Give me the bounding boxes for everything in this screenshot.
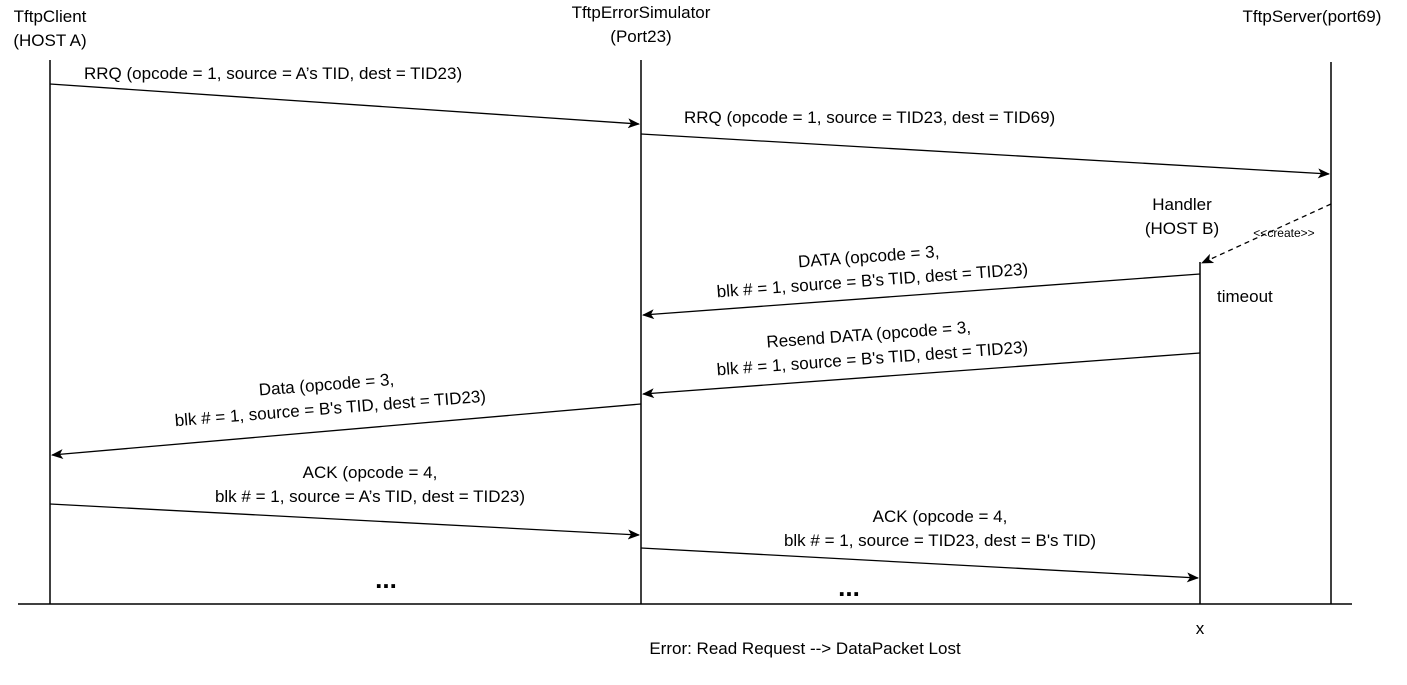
ack-client-label-line2: blk # = 1, source = A’s TID, dest = TID2…	[215, 487, 525, 506]
simulator-actor-port: (Port23)	[610, 27, 671, 46]
ellipsis-left: ...	[375, 564, 397, 594]
diagram-caption: Error: Read Request --> DataPacket Lost	[649, 639, 961, 658]
ack-sim-arrow	[640, 547, 1199, 583]
rrq-client-arrow	[49, 83, 640, 129]
timeout-label: timeout	[1217, 287, 1273, 306]
rrq-sim-arrow	[640, 133, 1330, 179]
data-sim-arrow	[51, 403, 642, 460]
ack-sim-label-line2: blk # = 1, source = TID23, dest = B's TI…	[784, 531, 1096, 550]
ack-client-label-line1: ACK (opcode = 4,	[303, 463, 438, 482]
ack-sim-label-line1: ACK (opcode = 4,	[873, 507, 1008, 526]
handler-actor-name: Handler	[1152, 195, 1212, 214]
create-label: <<create>>	[1253, 226, 1314, 240]
client-actor-host: (HOST A)	[13, 31, 86, 50]
rrq-sim-label: RRQ (opcode = 1, source = TID23, dest = …	[684, 108, 1055, 127]
terminate-marker: x	[1196, 619, 1205, 638]
client-actor-name: TftpClient	[14, 7, 87, 26]
server-actor-name: TftpServer(port69)	[1243, 7, 1382, 26]
ellipsis-right: ...	[838, 572, 860, 602]
resend-data-arrow	[642, 352, 1201, 399]
rrq-client-label: RRQ (opcode = 1, source = A’s TID, dest …	[84, 64, 462, 83]
create-arrow	[1201, 203, 1332, 264]
simulator-actor-name: TftpErrorSimulator	[572, 3, 711, 22]
data-handler-arrow	[642, 273, 1201, 320]
ack-client-arrow	[49, 503, 640, 540]
handler-actor-host: (HOST B)	[1145, 219, 1219, 238]
